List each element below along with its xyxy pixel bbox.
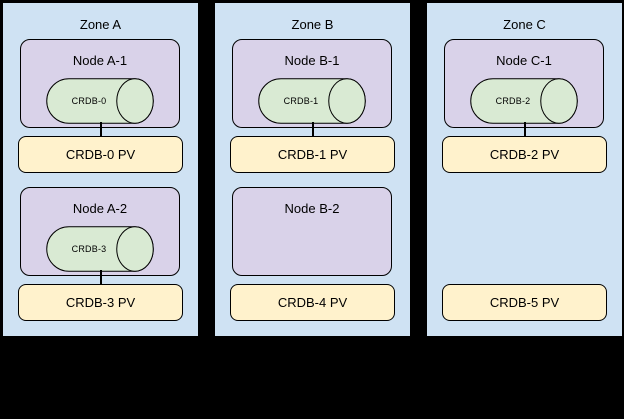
cylinder-icon [470, 78, 578, 124]
cylinder-icon [258, 78, 366, 124]
pv-crdb-3: CRDB-3 PV [18, 284, 183, 321]
node-a-2: Node A-2 CRDB-3 [20, 187, 180, 276]
pod-crdb-1-label: CRDB-1 [283, 96, 319, 106]
node-a-2-label: Node A-2 [72, 201, 128, 216]
cylinder-icon [46, 78, 154, 124]
cylinder-icon [46, 226, 154, 272]
node-a-1-label: Node A-1 [72, 53, 128, 68]
pv-crdb-2-label: CRDB-2 PV [489, 147, 560, 162]
node-a-1: Node A-1 CRDB-0 [20, 39, 180, 128]
pod-crdb-2: CRDB-2 [470, 78, 578, 124]
pv-crdb-1-label: CRDB-1 PV [277, 147, 348, 162]
pv-crdb-5-label: CRDB-5 PV [489, 295, 560, 310]
zone-a: Zone A Node A-1 CRDB-0 CRDB-0 PV Node A-… [2, 2, 199, 337]
node-b-1-label: Node B-1 [284, 53, 340, 68]
zone-c: Zone C Node C-1 CRDB-2 CRDB-2 PV CRDB-5 … [426, 2, 623, 337]
pv-crdb-4-label: CRDB-4 PV [277, 295, 348, 310]
pv-crdb-2: CRDB-2 PV [442, 136, 607, 173]
zone-b-label: Zone B [291, 17, 334, 32]
pod-crdb-1: CRDB-1 [258, 78, 366, 124]
node-b-1: Node B-1 CRDB-1 [232, 39, 392, 128]
connector-crdb-1-to-pv [312, 122, 314, 137]
zone-b: Zone B Node B-1 CRDB-1 CRDB-1 PV Node B-… [214, 2, 411, 337]
pv-crdb-4: CRDB-4 PV [230, 284, 395, 321]
pv-crdb-0-label: CRDB-0 PV [65, 147, 136, 162]
pod-crdb-0: CRDB-0 [46, 78, 154, 124]
pv-crdb-3-label: CRDB-3 PV [65, 295, 136, 310]
connector-crdb-2-to-pv [524, 122, 526, 137]
pod-crdb-3: CRDB-3 [46, 226, 154, 272]
zone-c-label: Zone C [503, 17, 546, 32]
pv-crdb-0: CRDB-0 PV [18, 136, 183, 173]
pod-crdb-3-label: CRDB-3 [71, 244, 107, 254]
pod-crdb-0-label: CRDB-0 [71, 96, 107, 106]
node-c-1: Node C-1 CRDB-2 [444, 39, 604, 128]
pod-crdb-2-label: CRDB-2 [495, 96, 531, 106]
connector-crdb-3-to-pv [100, 270, 102, 285]
node-c-1-label: Node C-1 [496, 53, 552, 68]
node-b-2-label: Node B-2 [284, 201, 340, 216]
connector-crdb-0-to-pv [100, 122, 102, 137]
pv-crdb-1: CRDB-1 PV [230, 136, 395, 173]
node-b-2: Node B-2 [232, 187, 392, 276]
pv-crdb-5: CRDB-5 PV [442, 284, 607, 321]
zone-a-label: Zone A [79, 17, 122, 32]
